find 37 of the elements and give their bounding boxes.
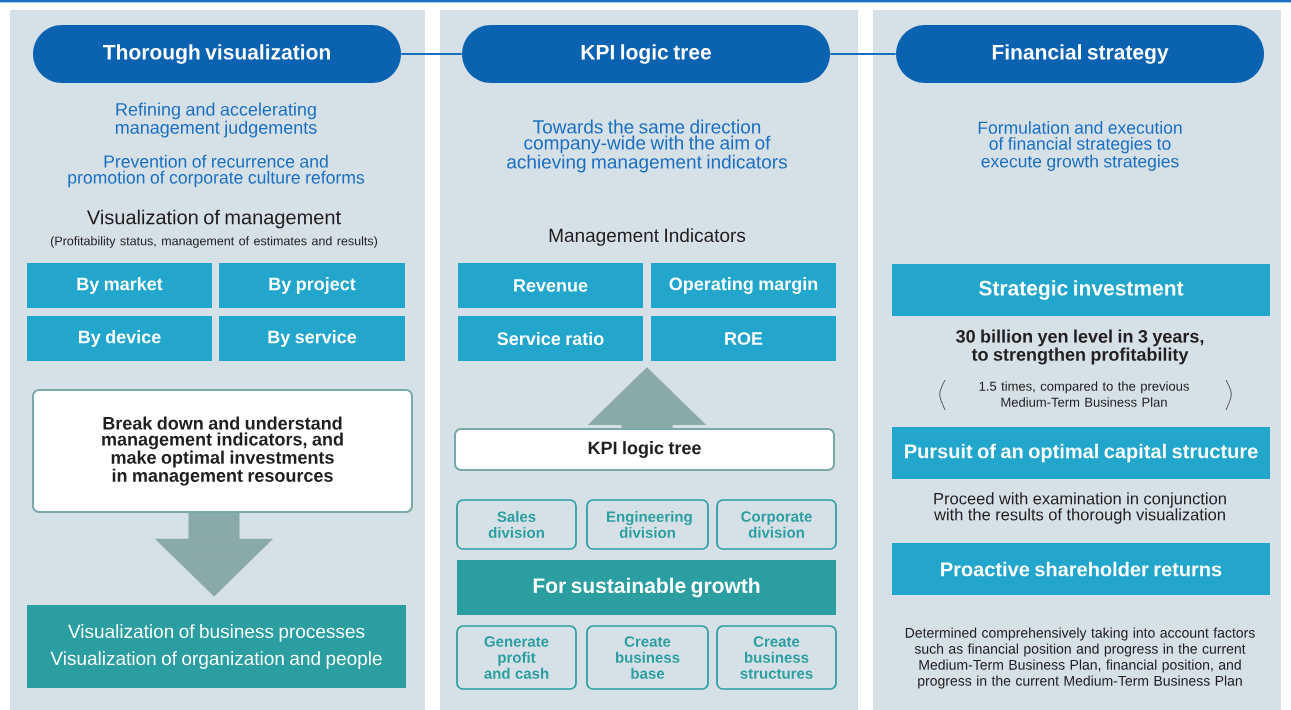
subtitle-text: Prevention of recurrence and promotion of corporate culture reforms (68, 154, 365, 188)
indicator-box: ROE (651, 316, 836, 361)
division-box: Corporate division (716, 499, 837, 550)
category-box: By device (27, 316, 212, 361)
heading-box: Strategic investment (892, 264, 1270, 316)
subtitle-text: Formulation and execution of financial strategies to execute growth strategies (978, 121, 1182, 171)
note-text: 1.5 times, compared to the previous Medium-Term Business Plan (979, 381, 1189, 407)
description-text: Proceed with examination in conjunction with the results of thorough visualization (934, 492, 1226, 524)
description-text: Determined comprehensively taking into account factors such as financial position and progress in the current Medium-Term Business Plan, financial position, and progress in the current Medium-Term Business Plan (905, 627, 1255, 689)
section-heading: Visualization of management (86, 209, 341, 229)
category-box: By market (27, 263, 212, 308)
process-box: KPI logic tree (454, 428, 835, 471)
goal-box: For sustainable growth (457, 560, 836, 615)
category-box: By service (219, 316, 405, 361)
goal-item-box: Generate profit and cash (456, 625, 577, 690)
goal-item-box: Create business structures (716, 625, 837, 690)
process-box: Break down and understand management indicators, and make optimal investments in management resources (32, 389, 413, 513)
indicator-box: Revenue (458, 263, 643, 308)
indicator-box: Service ratio (458, 316, 643, 361)
description-text: 30 billion yen level in 3 years, to strengthen profitability (956, 329, 1204, 365)
note-text: (Profitability status, management of estimates and results) (50, 236, 377, 248)
division-box: Sales division (456, 499, 577, 550)
title-pill: Thorough visualization (33, 25, 401, 83)
goal-item-box: Create business base (586, 625, 709, 690)
indicator-box: Operating margin (651, 263, 836, 308)
section-heading: Management Indicators (549, 228, 746, 246)
heading-box: Proactive shareholder returns (892, 543, 1270, 595)
heading-box: Pursuit of an optimal capital structure (892, 427, 1270, 479)
title-pill: Financial strategy (896, 25, 1264, 83)
connector-line (401, 52, 462, 56)
subtitle-text: Refining and accelerating management judgements (115, 102, 317, 138)
title-pill: KPI logic tree (462, 25, 830, 83)
division-box: Engineering division (586, 499, 709, 550)
result-box: Visualization of business processes Visualization of organization and people (27, 605, 406, 688)
subtitle-text: Towards the same direction company-wide with the aim of achieving management indicators (507, 119, 787, 173)
category-box: By project (219, 263, 405, 308)
connector-line (830, 52, 896, 56)
